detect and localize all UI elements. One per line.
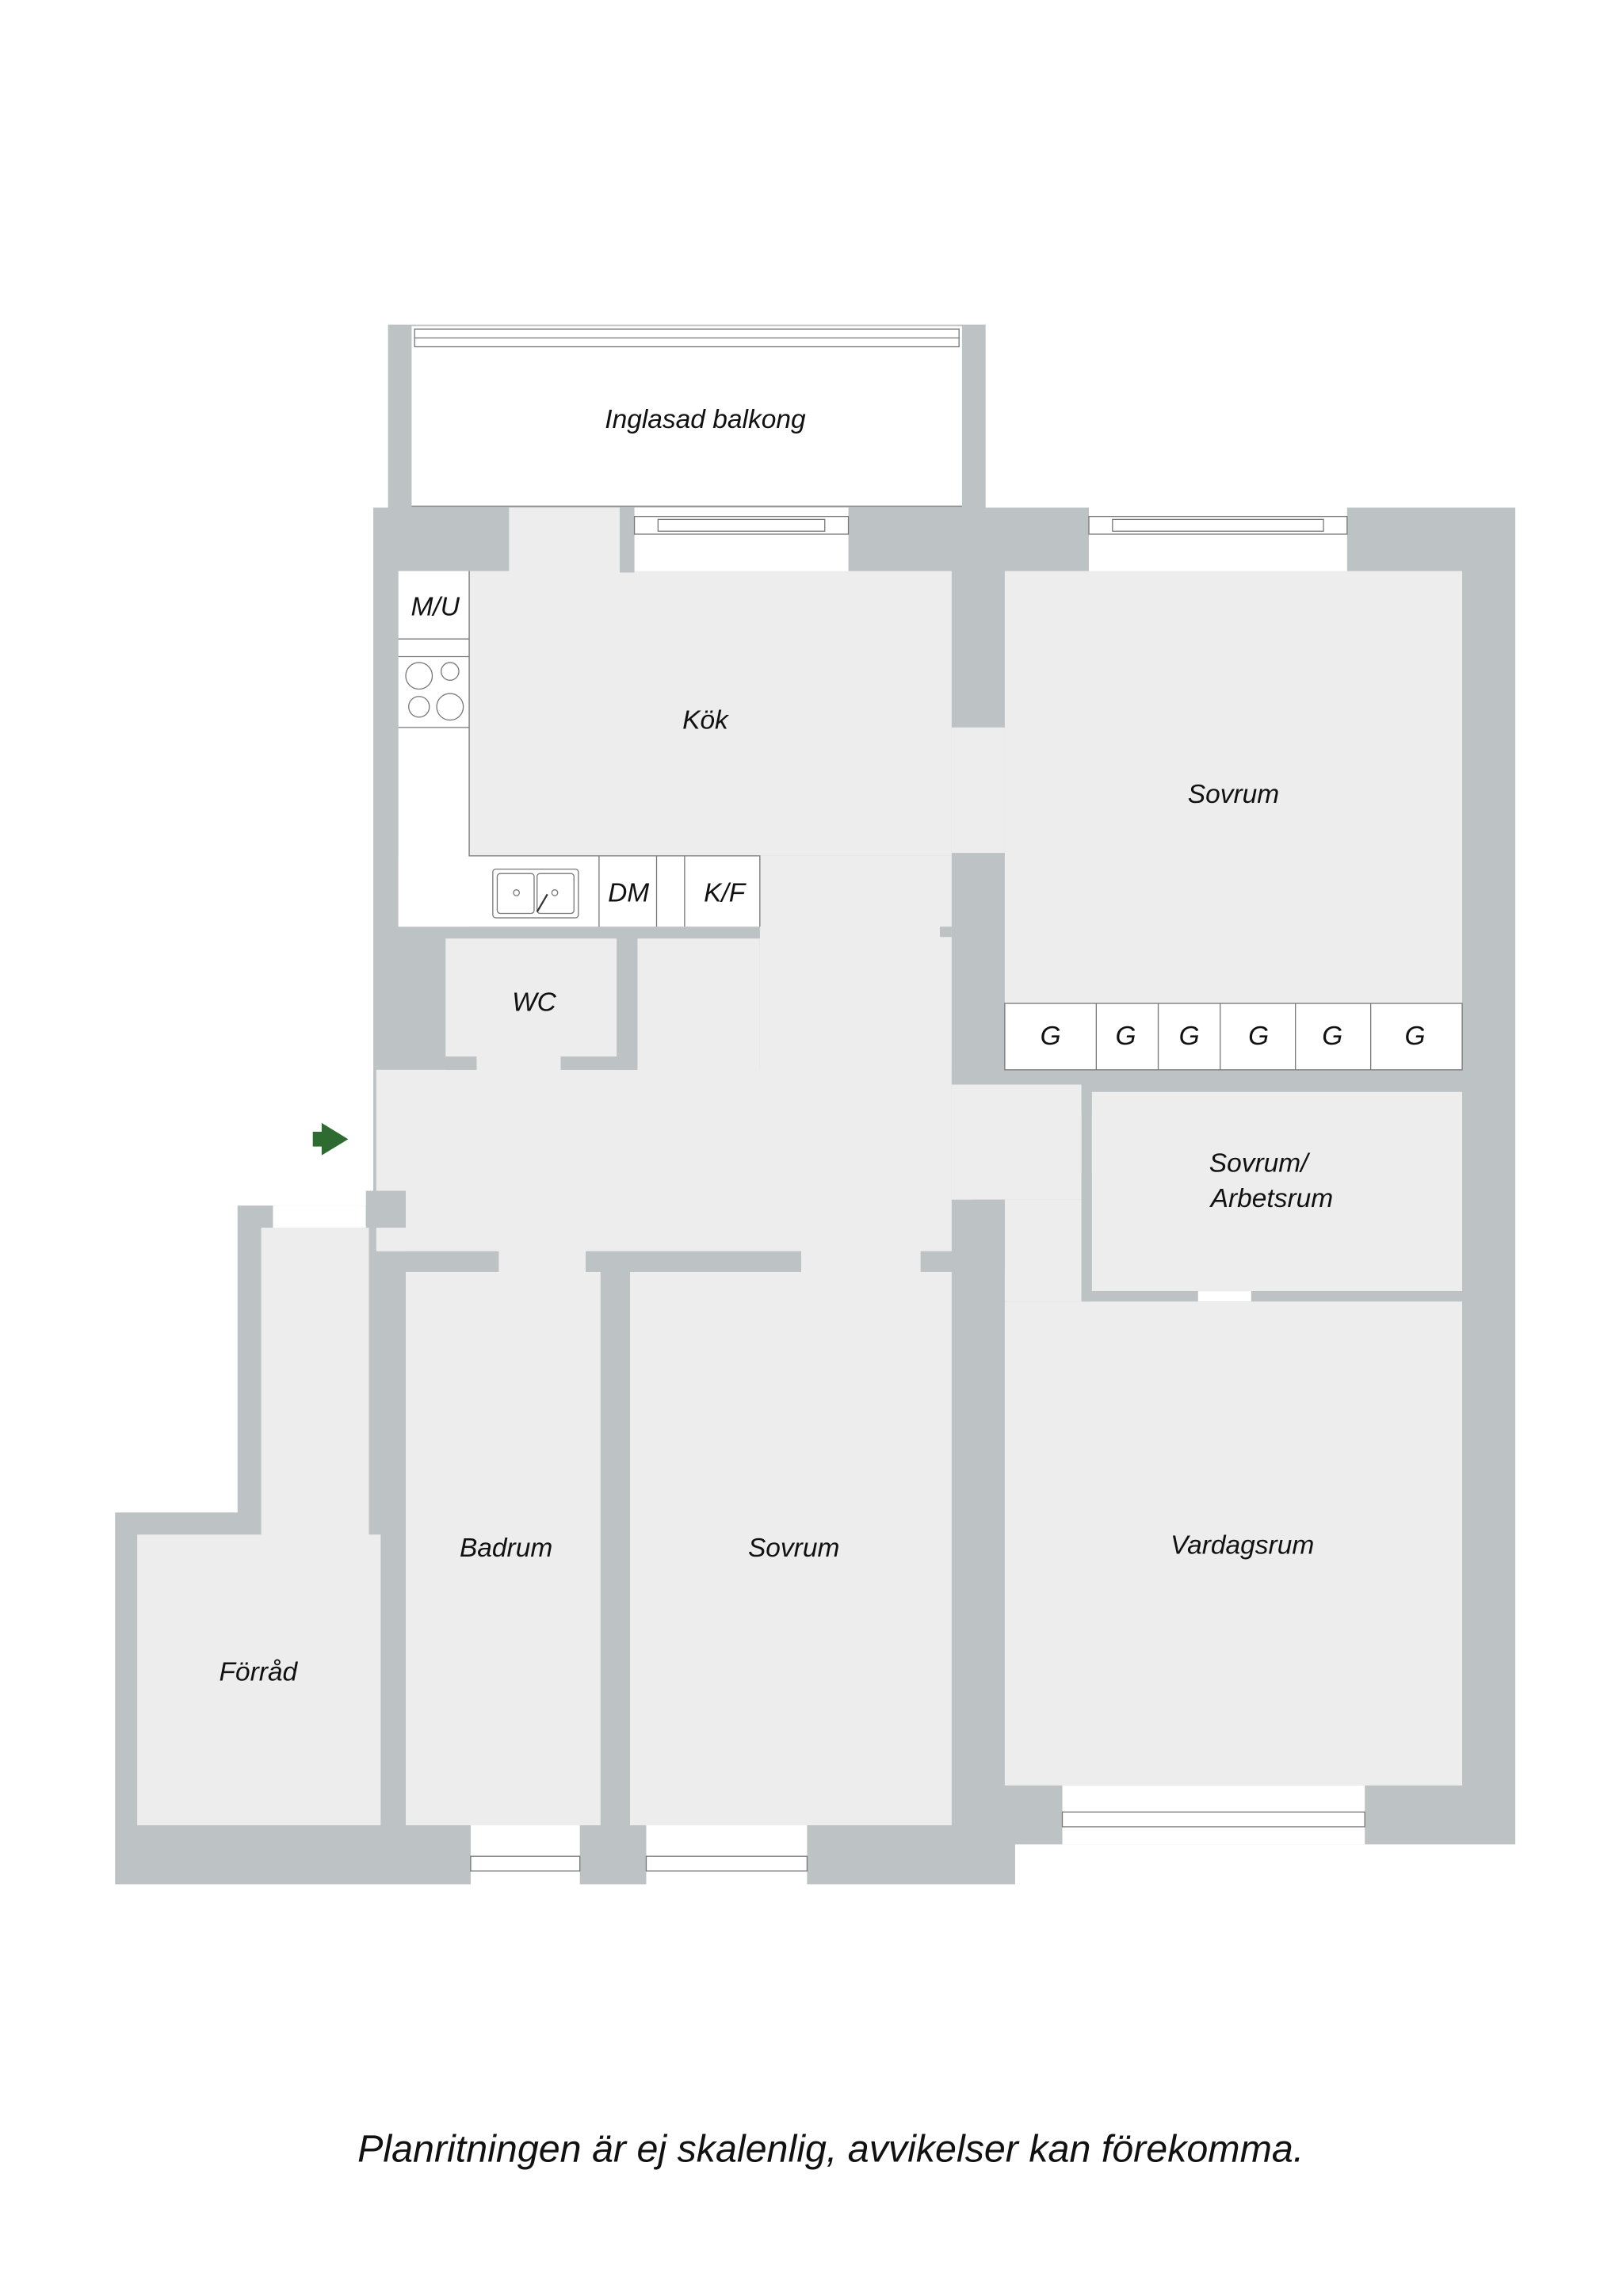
wardrobe-label: G <box>1322 1022 1342 1051</box>
entrance-arrow-icon <box>312 1122 349 1156</box>
wardrobe-label: G <box>1179 1022 1200 1051</box>
wardrobe-label: G <box>1116 1022 1136 1051</box>
floors <box>137 507 1463 1826</box>
room-label-balcony: Inglasad balkong <box>605 405 806 434</box>
wardrobe-label: G <box>1041 1022 1061 1051</box>
room-label-bedroom-office-2: Arbetsrum <box>1209 1184 1334 1213</box>
room-label-bathroom: Badrum <box>460 1534 552 1563</box>
room-label-living-room: Vardagsrum <box>1170 1531 1314 1561</box>
room-label-bedroom-bottom: Sovrum <box>748 1534 839 1563</box>
wardrobes: G G G G G G <box>1004 1003 1463 1071</box>
room-label-bedroom-top: Sovrum <box>1188 780 1279 809</box>
kitchen-counter: M/U DM K/F <box>398 571 761 927</box>
sink-icon <box>492 868 579 919</box>
wardrobe-label: G <box>1248 1022 1269 1051</box>
room-label-wc: WC <box>512 988 557 1017</box>
room-label-kitchen: Kök <box>682 706 730 735</box>
disclaimer-footer: Planritningen är ej skalenlig, avvikelse… <box>357 2128 1304 2171</box>
windows <box>470 507 1365 1885</box>
balcony <box>388 324 986 510</box>
stove-icon <box>405 662 464 721</box>
fridge-freezer-label: K/F <box>704 879 747 908</box>
dishwasher-label: DM <box>608 879 649 908</box>
wardrobe-label: G <box>1404 1022 1425 1051</box>
room-label-storage: Förråd <box>219 1658 298 1687</box>
microwave-label: M/U <box>411 592 460 621</box>
room-label-bedroom-office-1: Sovrum/ <box>1209 1148 1311 1178</box>
